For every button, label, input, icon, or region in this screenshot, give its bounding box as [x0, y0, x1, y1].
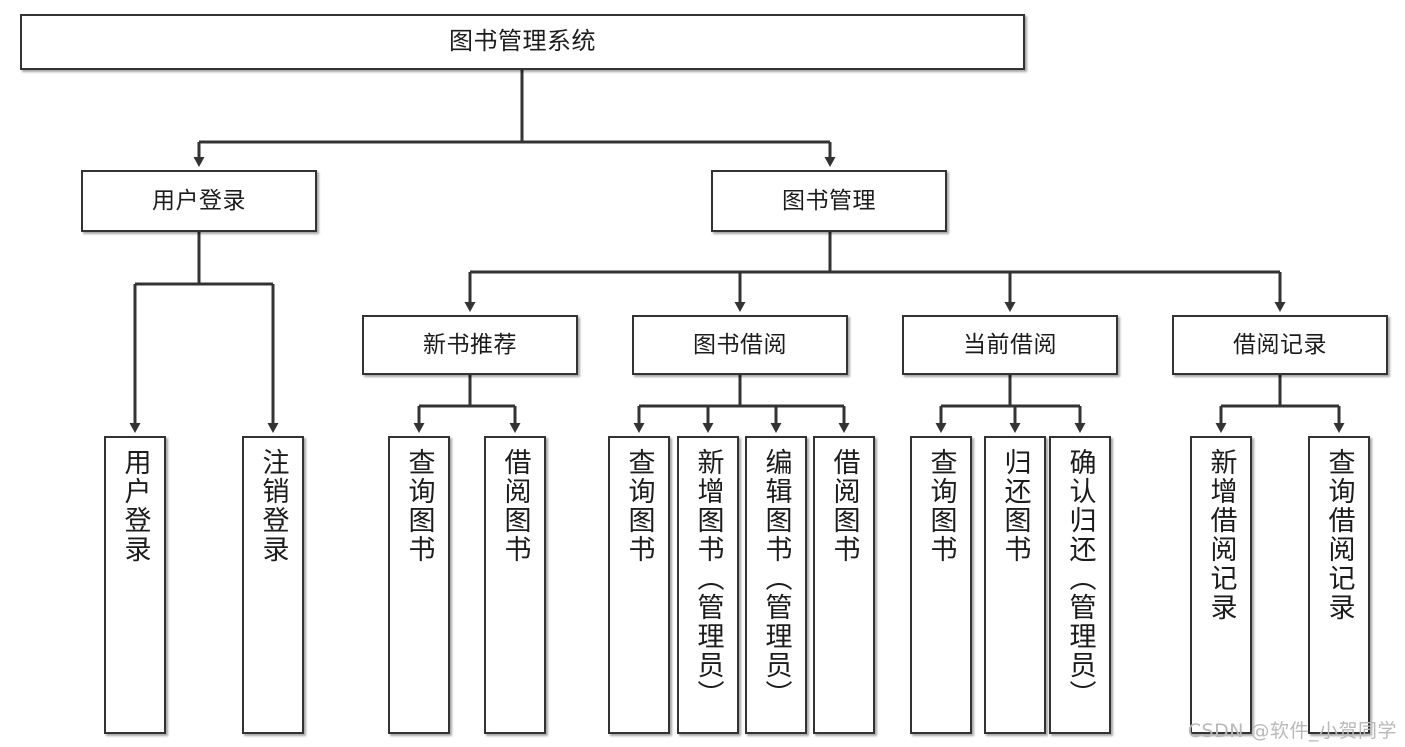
node-leaf-cur-confirm[interactable]: 确认归还（管理员）: [1049, 436, 1111, 734]
node-leaf-borrow-do-label: 借阅图书: [828, 448, 860, 564]
node-leaf-cur-query-label: 查询图书: [925, 448, 957, 564]
node-leaf-borrow-do[interactable]: 借阅图书: [813, 436, 875, 734]
node-leaf-borrow-query[interactable]: 查询图书: [608, 436, 670, 734]
node-leaf-rec-query[interactable]: 查询图书: [388, 436, 450, 734]
node-leaf-borrow-edit[interactable]: 编辑图书（管理员）: [745, 436, 807, 734]
node-leaf-borrow-add[interactable]: 新增图书（管理员）: [677, 436, 739, 734]
node-leaf-user-logout-label: 注销登录: [257, 448, 289, 564]
node-borrow-record[interactable]: 借阅记录: [1172, 315, 1388, 375]
node-leaf-rec-add-label: 新增借阅记录: [1205, 448, 1237, 622]
node-borrow-record-label: 借阅记录: [1233, 331, 1327, 358]
node-current-borrow[interactable]: 当前借阅: [902, 315, 1118, 375]
node-current-borrow-label: 当前借阅: [963, 331, 1057, 358]
watermark-text: CSDN @软件_小贺同学: [1187, 720, 1397, 742]
node-new-book-rec-label: 新书推荐: [423, 331, 517, 358]
node-leaf-user-login-label: 用户登录: [119, 448, 151, 564]
node-new-book-rec[interactable]: 新书推荐: [362, 315, 578, 375]
node-leaf-cur-query[interactable]: 查询图书: [910, 436, 972, 734]
node-leaf-borrow-add-label: 新增图书（管理员）: [692, 448, 724, 709]
node-root[interactable]: 图书管理系统: [20, 14, 1025, 70]
node-leaf-rec-query2[interactable]: 查询借阅记录: [1308, 436, 1370, 734]
node-book-borrow[interactable]: 图书借阅: [632, 315, 848, 375]
node-leaf-user-login[interactable]: 用户登录: [104, 436, 166, 734]
node-leaf-borrow-query-label: 查询图书: [623, 448, 655, 564]
node-book-borrow-label: 图书借阅: [693, 331, 787, 358]
node-leaf-user-logout[interactable]: 注销登录: [242, 436, 304, 734]
node-leaf-borrow-edit-label: 编辑图书（管理员）: [760, 448, 792, 709]
node-leaf-rec-add[interactable]: 新增借阅记录: [1190, 436, 1252, 734]
node-book-manage-label: 图书管理: [782, 187, 876, 214]
node-book-manage[interactable]: 图书管理: [711, 170, 947, 232]
node-user-login-label: 用户登录: [152, 187, 246, 214]
node-leaf-rec-borrow[interactable]: 借阅图书: [484, 436, 546, 734]
node-leaf-cur-return-label: 归还图书: [999, 448, 1031, 564]
node-leaf-rec-query2-label: 查询借阅记录: [1323, 448, 1355, 622]
node-leaf-rec-borrow-label: 借阅图书: [499, 448, 531, 564]
node-root-label: 图书管理系统: [449, 27, 596, 56]
node-user-login[interactable]: 用户登录: [81, 170, 317, 232]
node-leaf-rec-query-label: 查询图书: [403, 448, 435, 564]
node-leaf-cur-return[interactable]: 归还图书: [984, 436, 1046, 734]
node-leaf-cur-confirm-label: 确认归还（管理员）: [1064, 448, 1096, 709]
